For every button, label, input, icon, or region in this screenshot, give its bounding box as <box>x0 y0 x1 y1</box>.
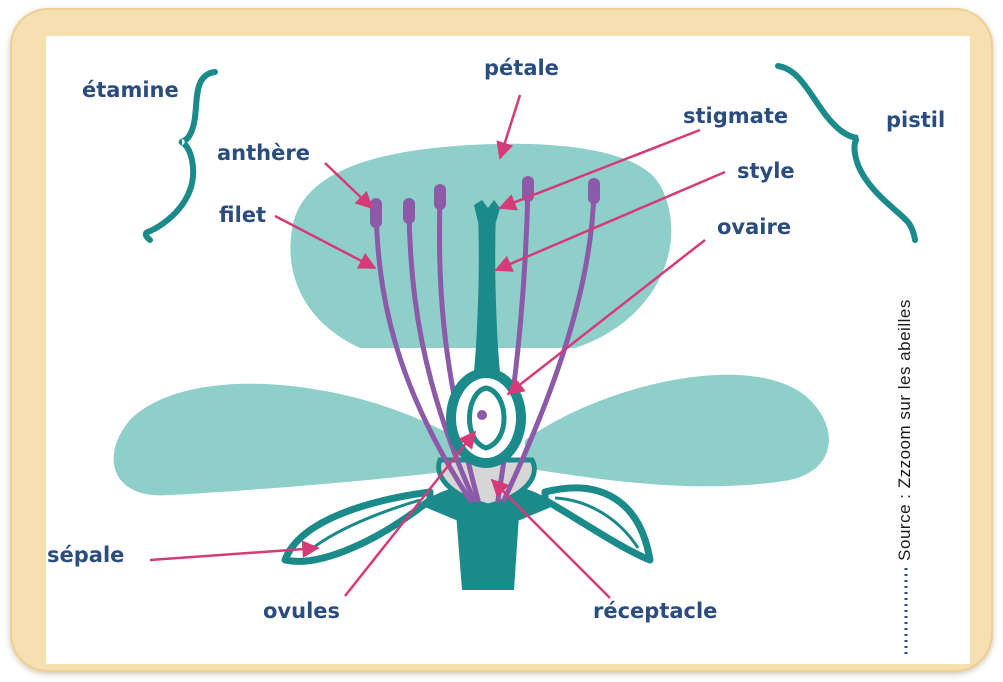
left-petal <box>114 384 460 496</box>
label-petale: pétale <box>484 56 559 80</box>
label-etamine: étamine <box>82 78 179 102</box>
label-pistil: pistil <box>886 108 945 132</box>
label-sepale: sépale <box>47 543 124 567</box>
label-stigmate: stigmate <box>683 104 788 128</box>
label-ovaire: ovaire <box>717 215 791 239</box>
label-anthere: anthère <box>217 141 310 165</box>
source-credit: Source : Zzzoom sur les abeilles <box>895 299 915 561</box>
right-petal <box>525 375 829 487</box>
label-style: style <box>737 159 795 183</box>
pistil-brace <box>778 66 915 240</box>
ovule <box>477 410 487 420</box>
label-filet: filet <box>219 203 266 227</box>
label-ovules: ovules <box>263 599 340 623</box>
label-receptacle: réceptacle <box>593 599 717 623</box>
